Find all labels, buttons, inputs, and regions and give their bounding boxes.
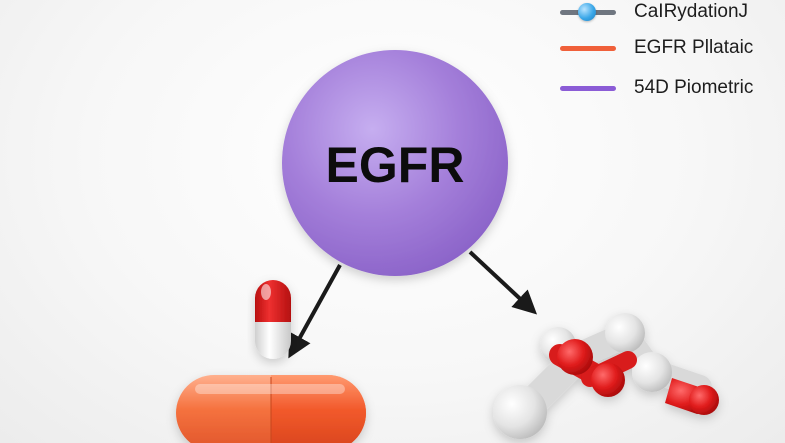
egfr-node: EGFR <box>282 50 508 276</box>
blue-dot-icon <box>578 3 596 21</box>
legend-swatch-2 <box>560 86 616 91</box>
pill-capsule-icon <box>176 375 366 443</box>
legend-swatch-1 <box>560 46 616 51</box>
small-capsule-icon <box>255 280 291 359</box>
legend-label-1: EGFR Pllataic <box>634 37 754 58</box>
legend-label-0: CaIRydationJ <box>634 1 749 22</box>
legend-label-2: 54D Piometric <box>634 77 754 98</box>
legend: CaIRydationJ EGFR Pllataic 54D Piometric <box>560 0 780 110</box>
arrow-icon <box>288 250 538 359</box>
legend-item-1: EGFR Pllataic <box>560 36 780 60</box>
egfr-node-label: EGFR <box>326 137 465 193</box>
egfr-node-circle <box>282 50 508 276</box>
arrow-left <box>288 264 342 359</box>
legend-item-0: CaIRydationJ <box>560 0 780 24</box>
arrow-right <box>468 250 538 315</box>
legend-item-2: 54D Piometric <box>560 76 780 100</box>
molecule-icon <box>493 313 719 439</box>
